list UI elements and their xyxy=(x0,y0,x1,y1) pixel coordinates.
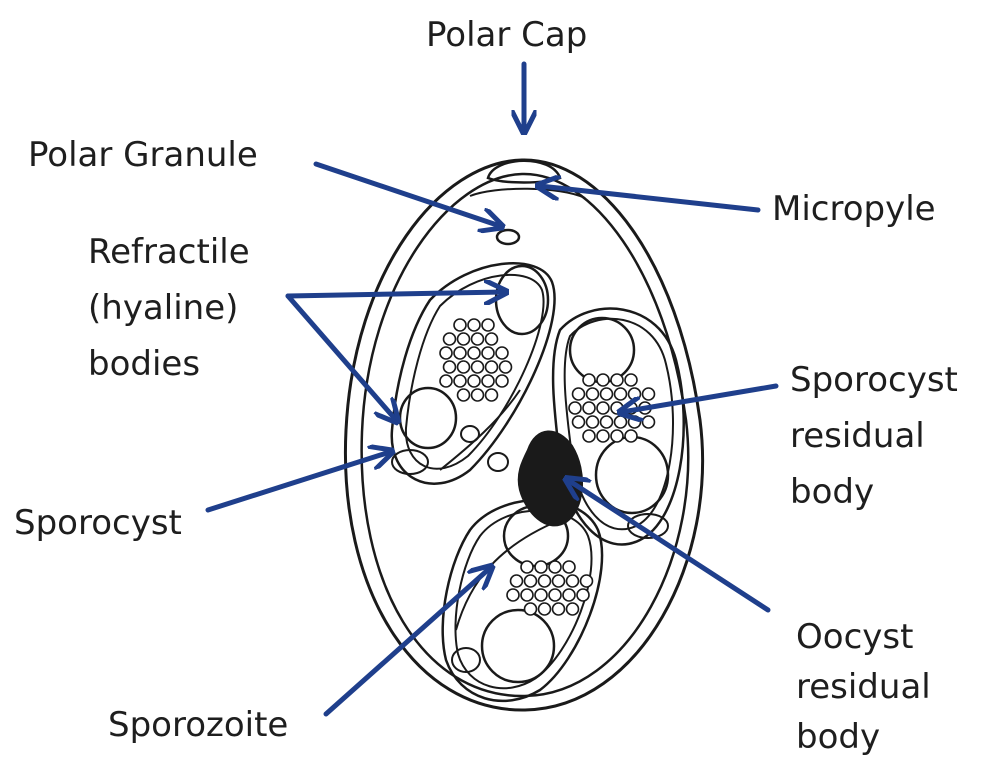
label-refractile-line-3: bodies xyxy=(88,336,250,392)
granule xyxy=(601,416,613,428)
granule xyxy=(458,389,470,401)
granule xyxy=(454,347,466,359)
label-oocyst-residual-body: Oocyst residual body xyxy=(796,612,931,762)
granule xyxy=(597,430,609,442)
arrow-refractile-lower xyxy=(288,296,396,420)
arrow-refractile-upper xyxy=(288,292,504,296)
label-micropyle-line: Micropyle xyxy=(772,186,936,232)
granule xyxy=(482,375,494,387)
granule xyxy=(486,389,498,401)
granule xyxy=(563,561,575,573)
label-sporocyst-line: Sporocyst xyxy=(14,500,182,546)
granule xyxy=(629,416,641,428)
label-sporocyst: Sporocyst xyxy=(14,500,182,546)
granule xyxy=(472,333,484,345)
granule xyxy=(500,361,512,373)
granule xyxy=(569,402,581,414)
granule xyxy=(486,361,498,373)
granule xyxy=(615,388,627,400)
label-refractile-bodies: Refractile (hyaline) bodies xyxy=(88,224,250,392)
granule xyxy=(444,361,456,373)
granule xyxy=(573,416,585,428)
granule xyxy=(468,347,480,359)
granule xyxy=(511,575,523,587)
granule xyxy=(573,388,585,400)
granule xyxy=(567,603,579,615)
arrow-sporozoite xyxy=(326,568,490,714)
label-oocyst-residual-line-2: residual xyxy=(796,662,931,712)
granule xyxy=(563,589,575,601)
label-micropyle: Micropyle xyxy=(772,186,936,232)
label-refractile-line-2: (hyaline) xyxy=(88,280,250,336)
granule xyxy=(583,430,595,442)
granule xyxy=(482,347,494,359)
granule xyxy=(472,361,484,373)
label-sporocyst-residual-line-3: body xyxy=(790,464,958,520)
oocyst-inner-wall xyxy=(362,174,689,696)
granule xyxy=(581,575,593,587)
granule xyxy=(583,402,595,414)
label-sporozoite: Sporozoite xyxy=(108,702,288,748)
granule xyxy=(496,375,508,387)
polar-granule xyxy=(497,230,519,244)
granule xyxy=(458,333,470,345)
granule xyxy=(525,603,537,615)
granule xyxy=(567,575,579,587)
label-polar-cap: Polar Cap xyxy=(426,12,587,58)
granule xyxy=(539,603,551,615)
granule xyxy=(615,416,627,428)
granule xyxy=(468,319,480,331)
oocyst-outer-wall xyxy=(345,160,702,710)
granule xyxy=(440,375,452,387)
label-polar-cap-line: Polar Cap xyxy=(426,12,587,58)
granule xyxy=(539,575,551,587)
granule xyxy=(587,388,599,400)
granule xyxy=(521,561,533,573)
label-sporozoite-line: Sporozoite xyxy=(108,702,288,748)
granule xyxy=(553,575,565,587)
granule xyxy=(468,375,480,387)
granule xyxy=(643,388,655,400)
granule xyxy=(454,375,466,387)
granule xyxy=(482,319,494,331)
granule xyxy=(535,561,547,573)
granule xyxy=(507,589,519,601)
granule xyxy=(611,374,623,386)
granule xyxy=(440,347,452,359)
granule xyxy=(587,416,599,428)
granule xyxy=(577,589,589,601)
label-oocyst-residual-line-3: body xyxy=(796,712,931,762)
granule xyxy=(597,402,609,414)
granule xyxy=(535,589,547,601)
granule xyxy=(454,319,466,331)
granule xyxy=(521,589,533,601)
granule xyxy=(643,416,655,428)
granule xyxy=(601,388,613,400)
label-polar-granule-line: Polar Granule xyxy=(28,132,258,178)
granule xyxy=(486,333,498,345)
granule xyxy=(444,333,456,345)
label-sporocyst-residual-line-2: residual xyxy=(790,408,958,464)
granule xyxy=(625,430,637,442)
small-body xyxy=(488,453,508,471)
granule xyxy=(496,347,508,359)
label-sporocyst-residual-line-1: Sporocyst xyxy=(790,352,958,408)
granule xyxy=(549,589,561,601)
granule xyxy=(611,430,623,442)
label-oocyst-residual-line-1: Oocyst xyxy=(796,612,931,662)
arrow-micropyle xyxy=(540,186,758,210)
label-refractile-line-1: Refractile xyxy=(88,224,250,280)
granule xyxy=(583,374,595,386)
granule xyxy=(472,389,484,401)
label-sporocyst-residual-body: Sporocyst residual body xyxy=(790,352,958,520)
granule xyxy=(625,374,637,386)
granule xyxy=(597,374,609,386)
granule xyxy=(458,361,470,373)
granule xyxy=(549,561,561,573)
label-polar-granule: Polar Granule xyxy=(28,132,258,178)
granule xyxy=(525,575,537,587)
granule xyxy=(629,388,641,400)
granule xyxy=(553,603,565,615)
